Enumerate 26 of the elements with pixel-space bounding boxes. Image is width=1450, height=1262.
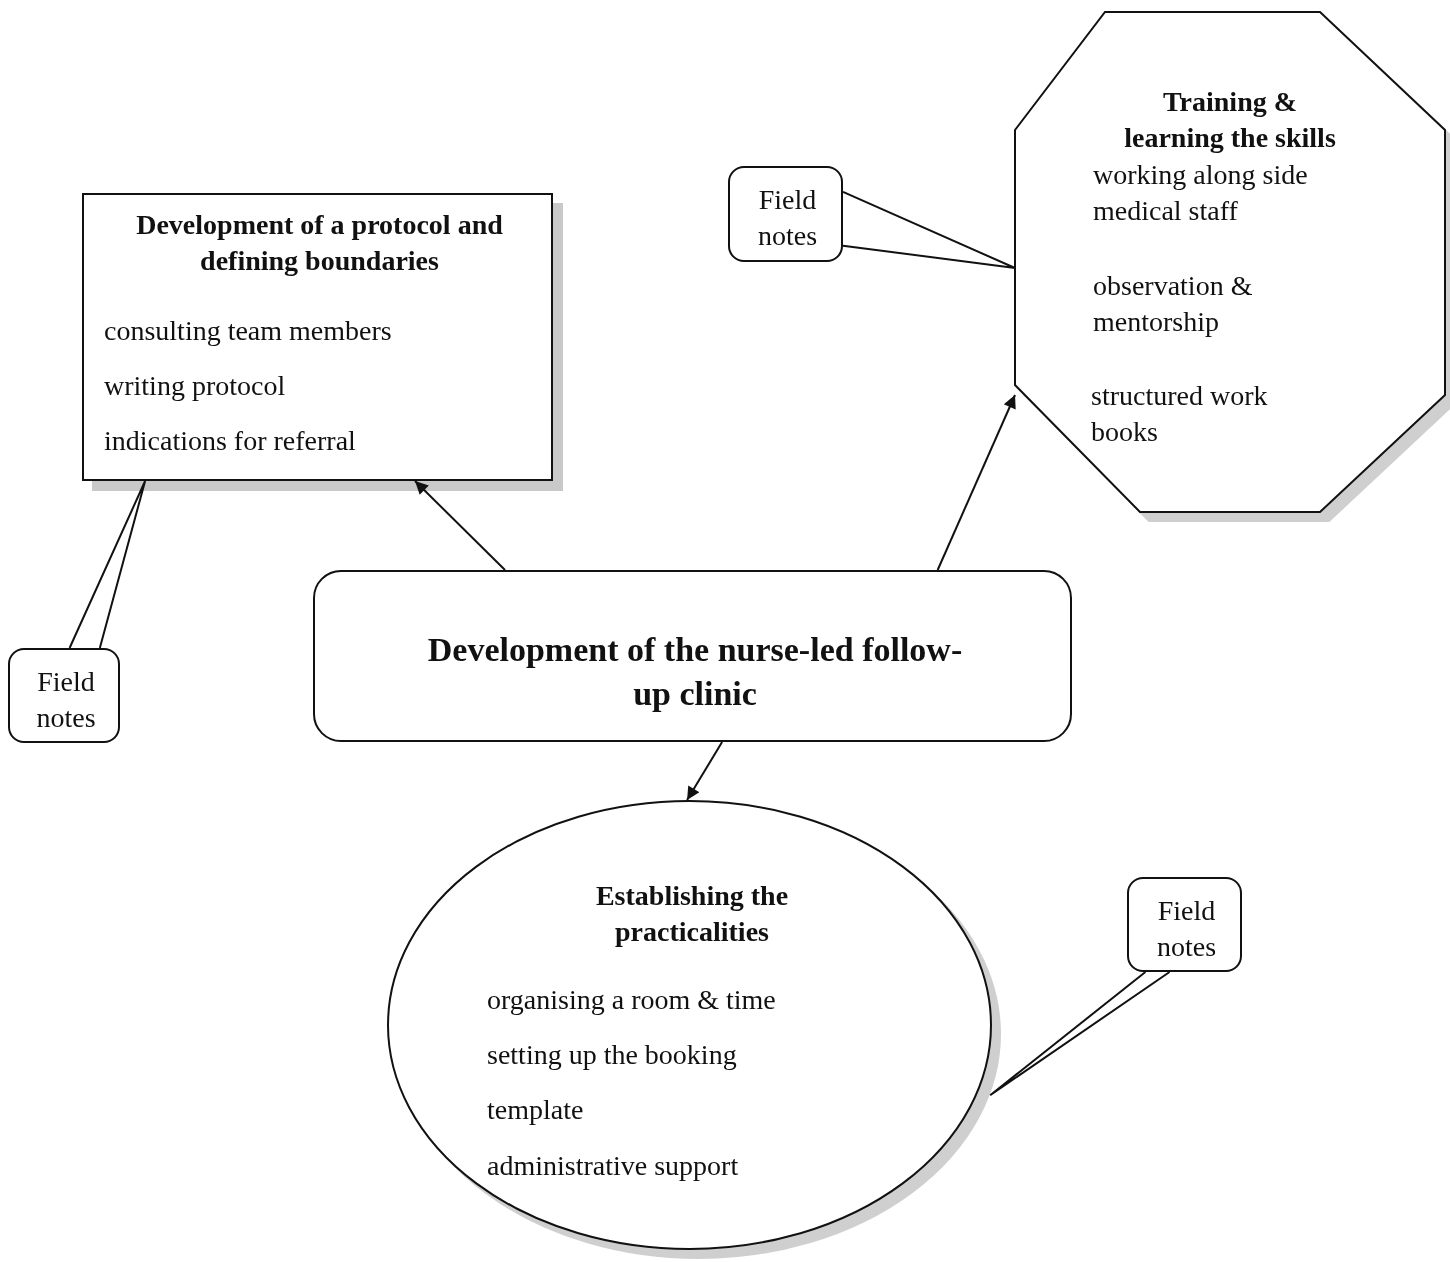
list-item: administrative support [487, 1149, 740, 1183]
box-title: Development of the nurse-led follow-up clinic [426, 630, 964, 715]
list-item: indications for referral [104, 424, 357, 458]
list-item: working along side medical staff [1093, 158, 1309, 229]
list-item: observation & mentorship [1093, 269, 1254, 340]
callout-pointer [68, 480, 147, 649]
callout-pointer [989, 971, 1171, 1097]
list-item: structured work books [1091, 379, 1269, 450]
callout-text: Field notes [1155, 894, 1218, 965]
callout-text: Field notes [35, 665, 97, 736]
list-item: setting up the booking [487, 1038, 738, 1072]
list-item: organising a room & time [487, 983, 777, 1017]
box-heading: Establishing the practicalities [594, 879, 790, 950]
callout-box [728, 166, 843, 262]
callout-box [8, 648, 120, 743]
arrow [936, 394, 1016, 571]
arrow [414, 480, 507, 571]
callout-pointer [842, 190, 1016, 269]
list-item: template [487, 1093, 585, 1127]
callout-box [1127, 877, 1242, 972]
arrow [686, 741, 724, 801]
box-heading: Development of a protocol and defining boundaries [135, 208, 504, 279]
list-item: writing protocol [104, 369, 287, 403]
process-box [313, 570, 1072, 742]
list-item: consulting team members [104, 314, 393, 348]
callout-text: Field notes [756, 183, 819, 254]
